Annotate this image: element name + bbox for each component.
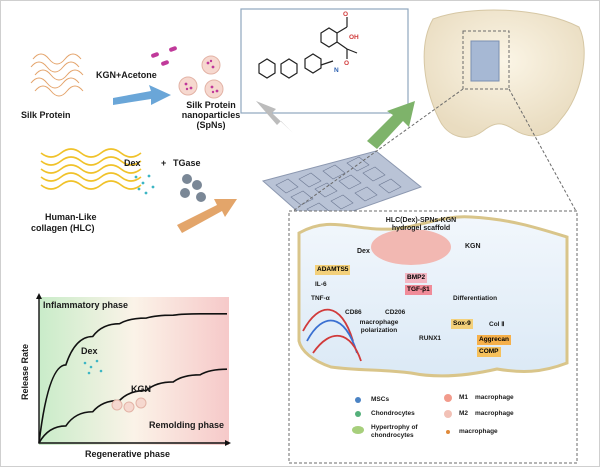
hlc-label-2: collagen (HLC) <box>31 223 95 233</box>
zoom-line-right <box>508 88 577 212</box>
mol-n-label: N <box>334 67 339 74</box>
silk-fibers-icon <box>30 53 84 97</box>
hlc-label-1: Human-Like <box>45 212 97 222</box>
runx1-label: RUNX1 <box>419 335 442 342</box>
legend-m2-icon <box>444 410 452 418</box>
legend-hypertrophy-icon <box>352 426 364 434</box>
legend-mac-label: macrophage <box>459 428 498 435</box>
legend-m2-label-1: M2 <box>459 410 469 417</box>
aggrecan-box: Aggrecan <box>477 335 511 345</box>
scaffold-label-2: hydrogel scaffold <box>391 225 451 232</box>
cd206-label: CD206 <box>385 309 406 316</box>
kgn-nanoparticle <box>123 401 135 413</box>
phase-bottom-label: Remolding phase <box>149 420 225 430</box>
mol-oh-label: OH <box>349 34 359 41</box>
legend-mscs-icon <box>355 397 361 403</box>
sox9-box: Sox-9 <box>451 319 473 329</box>
cd86-label: CD86 <box>345 309 362 316</box>
col2-label: Col Ⅱ <box>489 321 505 328</box>
mol-o2-label: O <box>344 60 350 67</box>
kgn-structure-icon <box>258 17 358 79</box>
comp-box: COMP <box>477 347 501 357</box>
blood-vessels-icon <box>302 308 362 362</box>
tnfa-label: TNF-α <box>311 295 330 302</box>
kgn-structure-box <box>240 8 409 114</box>
legend-hypertrophy-label-1: Hypertrophy of <box>371 424 418 431</box>
kgn-acetone-label: KGN+Acetone <box>96 70 157 80</box>
arrow-to-scaffold-2 <box>177 199 237 233</box>
polarization-label-1: macrophage <box>359 319 399 326</box>
hlc-helix-icon <box>40 148 142 190</box>
mech-dex-label: Dex <box>357 248 370 255</box>
il6-label: IL-6 <box>315 281 327 288</box>
legend-chondrocytes-icon <box>355 411 361 417</box>
legend-mscs-label: MSCs <box>371 396 390 403</box>
spns-label-3: (SpNs) <box>196 120 226 130</box>
differentiation-label: Differentiation <box>453 295 498 302</box>
plus-label: + <box>161 158 167 168</box>
dex-particles-icon <box>134 174 155 195</box>
chart-xlabel: Regenerative phase <box>85 449 171 459</box>
chart-dex-label: Dex <box>81 346 98 356</box>
bmp2-box: BMP2 <box>405 273 428 283</box>
dex-release-dot <box>83 361 87 365</box>
kgn-nanoparticle <box>111 399 123 411</box>
series-line-dex <box>38 312 227 444</box>
kgn-nanoparticle <box>135 397 147 409</box>
tgfb1-box: TGF-β1 <box>405 285 432 295</box>
chart-kgn-label: KGN <box>131 384 151 394</box>
dex-release-dot <box>87 371 91 375</box>
legend-hypertrophy-label-2: chondrocytes <box>371 432 414 439</box>
spns-label-2: nanoparticles <box>181 110 241 120</box>
polarization-label-2: polarization <box>360 327 398 334</box>
mech-kgn-label: KGN <box>465 243 481 250</box>
legend-mac-icon <box>446 430 450 434</box>
dex-release-dot <box>99 369 103 373</box>
legend-m1-icon <box>444 394 452 402</box>
dex-release-dot <box>89 365 93 369</box>
phase-top-label: Inflammatory phase <box>43 300 129 310</box>
series-line-kgn <box>38 368 228 444</box>
kgn-molecules-icon <box>151 46 177 66</box>
chart-ylabel: Release Rate <box>20 343 31 400</box>
legend-m1-label-2: macrophage <box>475 394 514 401</box>
hydrogel-hemisphere <box>371 229 451 265</box>
spns-label-1: Silk Protein <box>186 100 236 110</box>
arrow-to-scaffold <box>256 101 293 133</box>
spns-particles-icon <box>178 55 224 99</box>
tgase-label: TGase <box>173 158 201 168</box>
legend-icons <box>352 394 452 434</box>
silk-protein-label: Silk Protein <box>21 110 71 120</box>
dex-label: Dex <box>124 158 141 168</box>
arrow-to-knee <box>367 101 415 149</box>
knee-joint-icon <box>423 9 585 138</box>
arrow-to-spns <box>113 85 171 105</box>
tgase-icon <box>180 174 206 202</box>
legend-m1-label-1: M1 <box>459 394 469 401</box>
scaffold-label-1: HLC(Dex)-SPNs-KGN <box>385 217 457 224</box>
dex-release-dot <box>95 359 99 363</box>
legend-chondrocytes-label: Chondrocytes <box>371 410 415 417</box>
mol-o-label: O <box>343 11 349 18</box>
legend-m2-label-2: macrophage <box>475 410 514 417</box>
adamts5-box: ADAMTS5 <box>315 265 351 275</box>
